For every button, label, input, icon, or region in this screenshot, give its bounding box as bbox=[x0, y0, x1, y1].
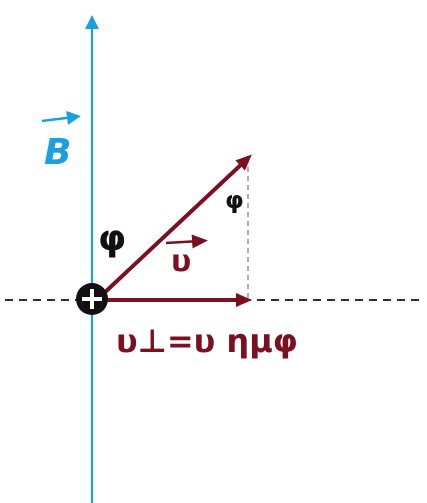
angle-label-small: φ bbox=[225, 186, 244, 214]
field-label: B bbox=[44, 132, 71, 173]
velocity-vector bbox=[100, 154, 252, 297]
velocity-label: υ bbox=[171, 244, 191, 279]
positive-charge-icon bbox=[76, 283, 108, 315]
field-vector-arrow bbox=[41, 110, 81, 125]
angle-label-main: φ bbox=[98, 218, 126, 259]
velocity-label-group: υ bbox=[165, 234, 208, 279]
velocity-vector-arrow bbox=[165, 234, 208, 249]
field-label-group: B bbox=[41, 110, 81, 173]
perpendicular-velocity-formula: υ⊥=υ ημφ bbox=[116, 322, 298, 360]
